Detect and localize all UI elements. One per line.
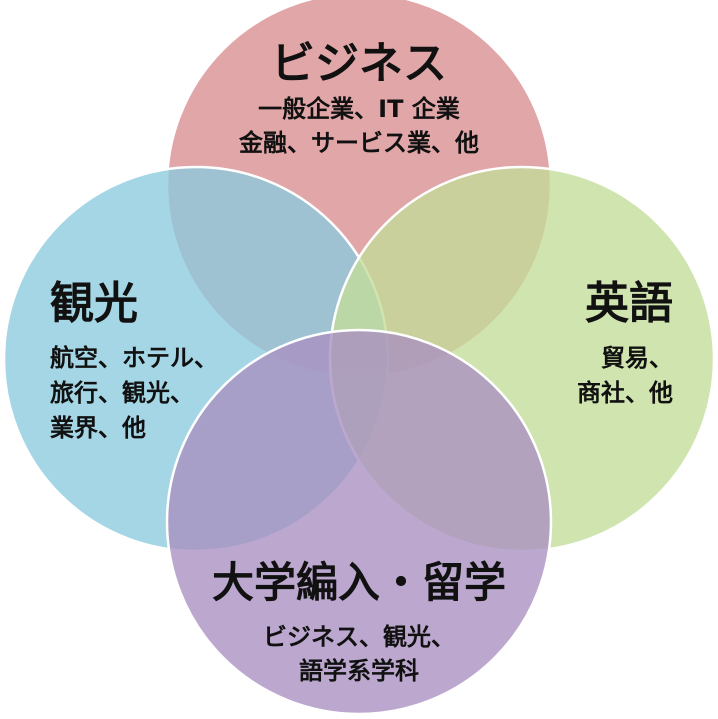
english-line-2: 商社、他: [577, 379, 673, 407]
university-line-2: 語学系学科: [299, 657, 419, 685]
business-line-2: 金融、サービス業、他: [238, 129, 479, 157]
university-title: 大学編入・留学: [212, 558, 506, 607]
english-line-1: 貿易、: [601, 344, 673, 372]
tourism-line-1: 航空、ホテル、: [50, 344, 218, 372]
tourism-title: 観光: [50, 278, 138, 329]
university-line-1: ビジネス、観光、: [263, 623, 455, 651]
business-title: ビジネス: [271, 38, 447, 89]
circle-university: [165, 328, 553, 716]
tourism-line-3: 業界、他: [50, 414, 146, 442]
business-line-1: 一般企業、IT 企業: [258, 95, 460, 123]
tourism-line-2: 旅行、観光、: [50, 379, 194, 407]
english-title: 英語: [585, 278, 673, 329]
